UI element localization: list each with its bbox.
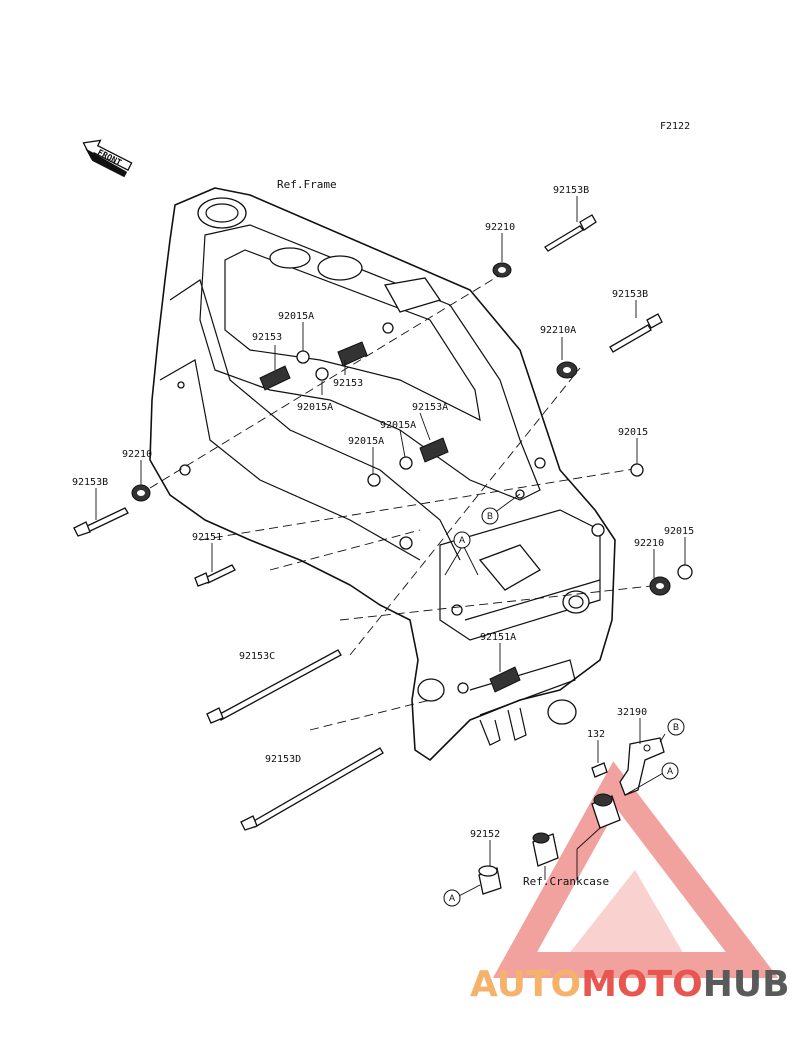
nut-92015A-b (315, 367, 329, 381)
label-92153-a: 92153 (252, 332, 282, 343)
label-92015A-a: 92015A (278, 311, 314, 322)
ref-frame-label: Ref.Frame (277, 178, 337, 191)
bushing-large (591, 793, 621, 829)
nut-92015A-d (367, 473, 381, 487)
watermark-logo (492, 761, 779, 978)
label-92151A: 92151A (480, 632, 516, 643)
front-arrow-icon: FRONT (82, 139, 133, 178)
label-92153-b: 92153 (333, 378, 363, 389)
callout-a-3: A (443, 889, 461, 907)
label-92151: 92151 (192, 532, 222, 543)
label-92015-right2: 92015 (664, 526, 694, 537)
bolt-92153B-top (544, 214, 597, 252)
label-92153C: 92153C (239, 651, 275, 662)
bolt-92151 (194, 564, 236, 587)
label-92153B-top: 92153B (553, 185, 589, 196)
nut-92015A-a (296, 350, 310, 364)
collar-92153A (419, 437, 449, 463)
figure-code: F2122 (660, 121, 690, 132)
part-labels: 92153B 92210 92153B 92210A 92015A 92153 … (72, 185, 694, 840)
label-92015A-c: 92015A (380, 420, 416, 431)
frame-body (149, 187, 616, 761)
bracket-32190 (619, 737, 665, 796)
label-32190: 32190 (617, 707, 647, 718)
callout-a-2: A (661, 762, 679, 780)
bushing-medium (532, 832, 559, 867)
watermark-wordmark: AUTOMOTOHUB (470, 964, 790, 1005)
label-132: 132 (587, 729, 605, 740)
svg-text:A: A (459, 535, 465, 545)
alignment-lines (149, 274, 661, 731)
watermark-hub: HUB (703, 964, 790, 1005)
label-92152: 92152 (470, 829, 500, 840)
label-92153D: 92153D (265, 754, 301, 765)
callout-b-2: B (667, 718, 685, 736)
label-92015-right: 92015 (618, 427, 648, 438)
svg-text:A: A (449, 893, 455, 903)
bolt-132 (591, 762, 608, 778)
collar-92152 (478, 865, 502, 895)
nut-92015-right2 (677, 564, 693, 580)
label-92210-left: 92210 (122, 449, 152, 460)
label-92210A: 92210A (540, 325, 576, 336)
svg-text:A: A (667, 766, 673, 776)
collar-92151A (489, 666, 521, 693)
nut-92210-right (649, 576, 671, 596)
nut-92210-top (492, 262, 512, 278)
collar-92153-left (259, 365, 291, 391)
callout-a-1: A (453, 531, 471, 549)
nut-92015A-c (399, 456, 413, 470)
ref-crankcase-label: Ref.Crankcase (523, 875, 609, 888)
label-92210-right: 92210 (634, 538, 664, 549)
svg-text:AUTOMOTOHUB: AUTOMOTOHUB (470, 964, 790, 1005)
svg-text:B: B (487, 511, 493, 521)
leader-lines (95, 196, 686, 899)
watermark-moto: MOTO (581, 964, 703, 1005)
label-92153B-left: 92153B (72, 477, 108, 488)
label-92015A-d: 92015A (348, 436, 384, 447)
nut-92210A (556, 361, 578, 379)
callout-b-1: B (481, 507, 499, 525)
nut-92015-right (630, 463, 644, 477)
bolt-92153B-left (73, 507, 129, 537)
label-92153B-mid: 92153B (612, 289, 648, 300)
label-92210-top: 92210 (485, 222, 515, 233)
bolt-92153C (206, 649, 342, 724)
label-92153A: 92153A (412, 402, 448, 413)
svg-text:B: B (673, 722, 679, 732)
bolt-92153D (240, 747, 384, 831)
nut-92210-left (131, 484, 151, 502)
watermark-auto: AUTO (470, 964, 581, 1005)
label-92015A-b: 92015A (297, 402, 333, 413)
bolt-92153B-mid (609, 313, 663, 353)
